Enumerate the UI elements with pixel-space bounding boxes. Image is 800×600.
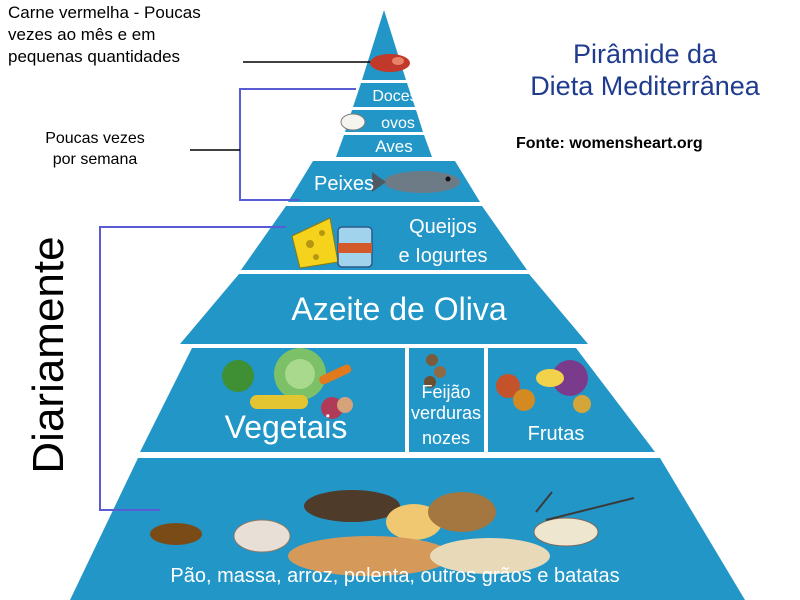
fruits-icon [496,360,591,413]
red-meat-annotation: Carne vermelha - Poucas vezes ao mês e e… [8,2,201,68]
eggs-label: ovos [381,115,415,132]
grains-label: Pão, massa, arroz, polenta, outros grãos… [170,565,619,587]
red-meat-annotation-line3: pequenas quantidades [8,47,181,66]
daily-label: Diariamente [24,236,73,473]
title-line1: Pirâmide da [572,39,718,69]
vegetables-divider-left [405,348,409,452]
red-meat-annotation-line1: Carne vermelha - Poucas [8,3,201,22]
poultry-label: Aves [375,137,413,156]
vegetables-tier [140,348,655,452]
dairy-label-line2: e Iogurtes [399,245,488,267]
yoghurt-icon [337,226,373,268]
page-title: Pirâmide da Dieta Mediterrânea [500,38,790,102]
eggs-tier [345,110,423,132]
weekly-annotation: Poucas vezes por semana [30,128,160,170]
poultry-tier [336,135,432,157]
legumes-label-line3: nozes [422,428,470,448]
weekly-annotation-line1: Poucas vezes [45,130,145,147]
dairy-label-line1: Queijos [409,216,477,238]
sweets-tier [353,83,415,107]
olive-oil-tier [180,274,588,344]
weekly-bracket [239,88,356,201]
grains-icon [150,490,635,576]
fish-icon [372,171,460,193]
daily-bracket [99,226,286,511]
source-label: Fonte: womensheart.org [516,135,703,152]
fish-label: Peixes [314,173,374,195]
fruits-label: Frutas [528,423,585,445]
weekly-annotation-line2: por semana [52,151,138,168]
olive-oil-label: Azeite de Oliva [291,291,506,327]
egg-icon [340,113,366,131]
red-meat-icon [370,54,410,72]
vegetables-label: Vegetais [225,409,348,445]
vegetables-icon [222,348,353,419]
legumes-label-line1: Feijão [421,382,470,402]
legumes-label-line2: verduras [411,403,481,423]
legumes-icon [424,354,446,388]
vegetables-divider-right [484,348,488,452]
red-meat-annotation-line2: vezes ao mês e em [8,25,156,44]
title-line2: Dieta Mediterrânea [530,71,760,101]
sweets-label: Doces [372,88,417,105]
